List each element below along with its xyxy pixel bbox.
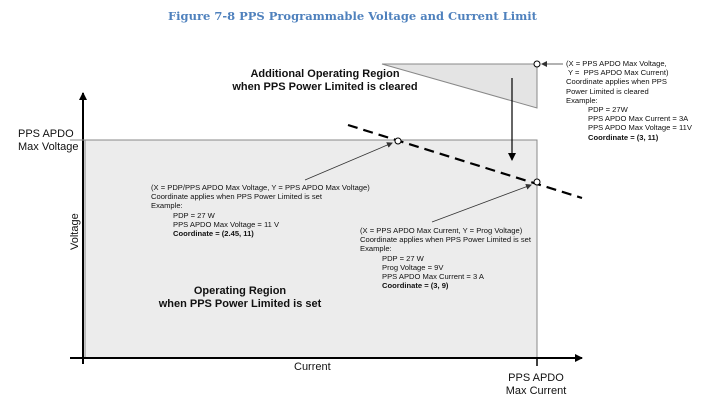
region-label-line: when PPS Power Limited is set	[158, 298, 322, 310]
power-limit-line	[347, 123, 583, 200]
point-pdp	[394, 137, 402, 145]
x-axis-label: Current	[294, 361, 331, 373]
x-max-label-line: PPS APDO	[508, 372, 564, 384]
x-max-label: PPS APDO Max Current	[496, 372, 576, 398]
note-line: Example:	[151, 201, 183, 211]
note-line: Coordinate applies when PPS Power Limite…	[360, 235, 531, 245]
pointer-prog	[431, 183, 532, 223]
note-line: Coordinate applies when PPS Power Limite…	[151, 192, 322, 202]
pointer-pdp	[304, 142, 393, 181]
additional-region	[381, 63, 538, 109]
operating-region	[84, 139, 538, 359]
additional-region-label: Additional Operating Region when PPS Pow…	[225, 68, 425, 94]
note-example: Prog Voltage = 9V	[382, 262, 444, 272]
point-prog	[533, 178, 541, 186]
note-line: (X = PPS APDO Max Voltage,	[566, 59, 667, 68]
y-max-label-line: Max Voltage	[18, 141, 79, 153]
operating-region-label: Operating Region when PPS Power Limited …	[140, 285, 340, 311]
note-example: PDP = 27 W	[382, 253, 424, 263]
note-limited-cleared: (X = PPS APDO Max Voltage, Y = PPS APDO …	[566, 59, 692, 142]
note-line: (X = PPS APDO Max Current, Y = Prog Volt…	[360, 226, 523, 235]
note-coordinate: Coordinate = (3, 11)	[588, 132, 659, 142]
note-prog-voltage: (X = PPS APDO Max Current, Y = Prog Volt…	[360, 226, 531, 290]
note-example: PDP = 27W	[588, 105, 628, 115]
note-pdp-voltage: (X = PDP/PPS APDO Max Voltage, Y = PPS A…	[151, 183, 370, 238]
note-example: PPS APDO Max Voltage = 11V	[588, 123, 692, 133]
y-max-label-line: PPS APDO	[18, 128, 74, 140]
region-label-line: when PPS Power Limited is cleared	[232, 81, 418, 93]
note-line: Coordinate applies when PPS	[566, 77, 667, 87]
note-line: Power Limited is cleared	[566, 86, 649, 96]
note-line: Y = PPS APDO Max Current)	[566, 68, 669, 78]
region-label-line: Additional Operating Region	[250, 68, 400, 80]
note-line: (X = PDP/PPS APDO Max Voltage, Y = PPS A…	[151, 183, 370, 192]
x-max-label-line: Max Current	[505, 385, 567, 397]
note-example: PPS APDO Max Current = 3A	[588, 114, 689, 124]
note-coordinate: Coordinate = (2.45, 11)	[173, 229, 254, 239]
y-axis-label: Voltage	[69, 213, 81, 250]
note-coordinate: Coordinate = (3, 9)	[382, 281, 449, 291]
note-example: PDP = 27 W	[173, 210, 215, 220]
y-max-label: PPS APDO Max Voltage	[18, 128, 79, 154]
region-label-line: Operating Region	[193, 285, 287, 297]
figure-title: Figure 7-8 PPS Programmable Voltage and …	[168, 9, 537, 23]
point-cleared	[533, 60, 541, 68]
note-example: PPS APDO Max Current = 3 A	[382, 272, 484, 282]
note-line: Example:	[566, 95, 598, 105]
note-line: Example:	[360, 244, 392, 254]
note-example: PPS APDO Max Voltage = 11 V	[173, 219, 280, 229]
